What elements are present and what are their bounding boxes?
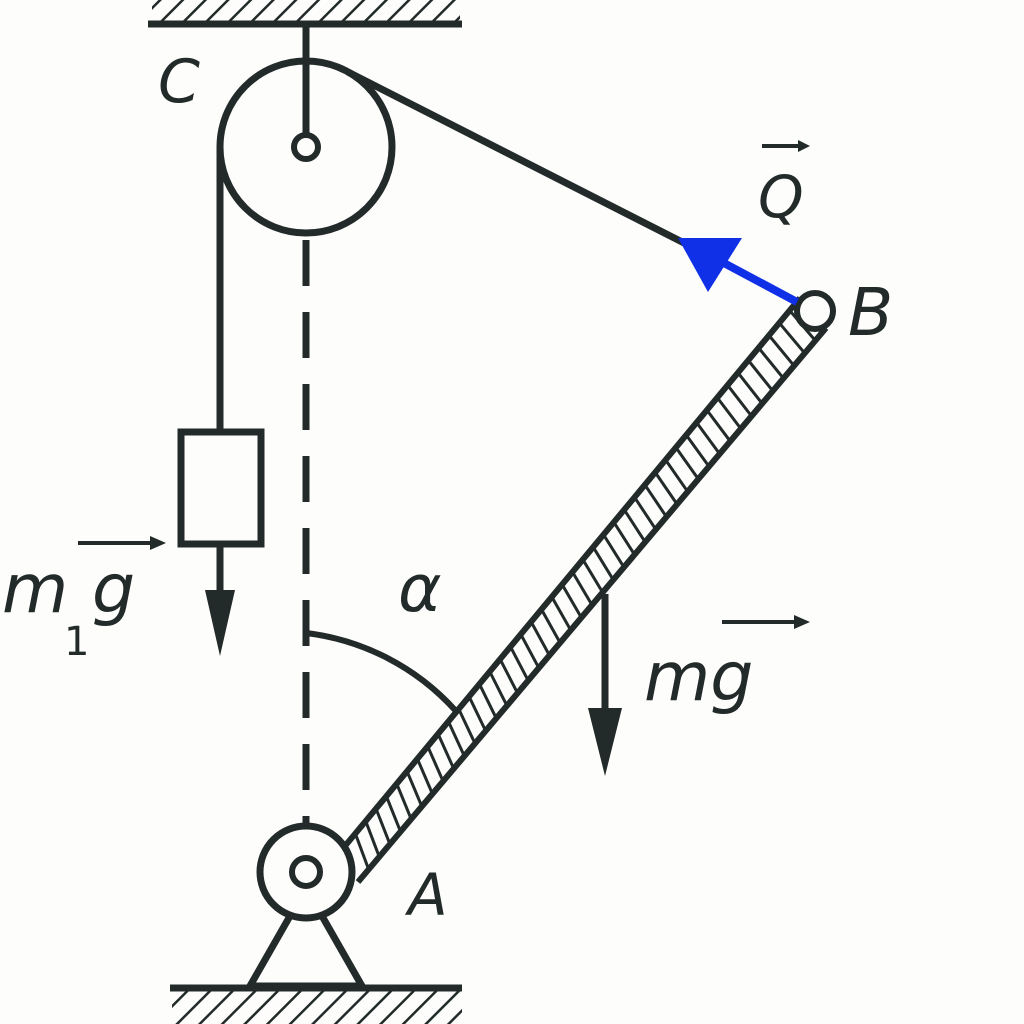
- rod-hatch-tick: [653, 471, 679, 506]
- label-point-a: A: [408, 861, 448, 929]
- rod-hatch-tick: [633, 496, 658, 531]
- rod-hatch-tick: [426, 745, 445, 782]
- rod-hatch-tick: [560, 583, 583, 619]
- label-angle-alpha: α: [398, 550, 442, 627]
- pulley-c: [216, 24, 396, 237]
- vector-overbar-q: [762, 140, 810, 152]
- rod-hatch-tick: [509, 646, 530, 682]
- rod-hatch-tick: [674, 446, 700, 480]
- rod-hatch-tick: [778, 321, 806, 355]
- rod-hatch-tick: [364, 820, 381, 858]
- rod-end-b-pin: [794, 290, 836, 332]
- rod-hatch-tick: [529, 621, 551, 657]
- force-q-arrow: [678, 238, 799, 306]
- rod-hatch-tick: [591, 546, 615, 581]
- hinge-a: [246, 822, 366, 990]
- rod-hatch-tick: [395, 783, 413, 820]
- rod-hatch-tick: [540, 608, 562, 644]
- vector-overbar-mg: [722, 615, 810, 629]
- rod-hatch-tick: [384, 795, 402, 833]
- rope-to-rod-end: [346, 68, 692, 250]
- rod-hatching: [353, 309, 817, 870]
- rod-hatch-tick: [602, 533, 626, 569]
- hinge-pin: [289, 855, 323, 889]
- rod-hatch-tick: [736, 371, 764, 405]
- ceiling-hatching: [152, 0, 460, 22]
- rod-hatch-tick: [757, 346, 785, 380]
- rod-hatch-tick: [416, 758, 434, 795]
- rod-hatch-tick: [405, 770, 424, 808]
- label-force-q: Q: [758, 163, 804, 231]
- rod-hatch-tick: [436, 733, 456, 770]
- rod-hatch-tick: [353, 833, 371, 870]
- rod-hatch-tick: [374, 808, 392, 845]
- hanging-weight: [177, 428, 265, 548]
- gravity-force-arrow: [588, 594, 622, 776]
- rod-hatch-tick: [478, 683, 498, 719]
- rod-hatch-tick: [571, 571, 594, 606]
- weight-force-arrow: [205, 544, 235, 656]
- hinge-support-triangle: [246, 884, 366, 990]
- rod-hatch-tick: [488, 670, 509, 707]
- rod-hatch-tick: [447, 720, 466, 757]
- rod-hatch-tick: [457, 708, 477, 745]
- floor-support: [170, 984, 462, 1024]
- label-m1g-subscript: 1: [64, 619, 90, 665]
- rod-hatch-tick: [467, 695, 487, 732]
- ceiling-support: [148, 0, 462, 28]
- rod-hatch-tick: [716, 396, 743, 430]
- label-force-mg: mg: [644, 638, 754, 717]
- rod-hatch-tick: [705, 409, 732, 443]
- rod-hatch-tick: [550, 596, 573, 631]
- rod-hatch-tick: [612, 521, 636, 556]
- rod-hatch-tick: [747, 359, 774, 392]
- rod-hatch-tick: [685, 434, 711, 468]
- vector-overbar-m1g: [78, 536, 166, 550]
- rod-hatch-tick: [519, 633, 541, 669]
- rod-hatch-tick: [726, 384, 753, 418]
- rod-hatch-tick: [664, 459, 689, 493]
- rod-hatch-tick: [622, 508, 647, 543]
- rod-hatch-tick: [498, 658, 519, 694]
- rod-hatch-tick: [581, 558, 604, 594]
- rod-hatch-tick: [643, 483, 668, 518]
- label-point-b: B: [848, 274, 894, 351]
- floor-hatching: [172, 991, 462, 1024]
- label-m1g-g: g: [92, 550, 136, 629]
- rod-hatch-tick: [767, 334, 796, 367]
- pulley-axle: [291, 132, 321, 162]
- angle-alpha-arc: [305, 630, 458, 713]
- rod-hatch-tick: [695, 421, 721, 455]
- label-point-c: C: [158, 47, 200, 117]
- label-m1g-m: m: [2, 550, 69, 629]
- rod-ab: [342, 296, 829, 884]
